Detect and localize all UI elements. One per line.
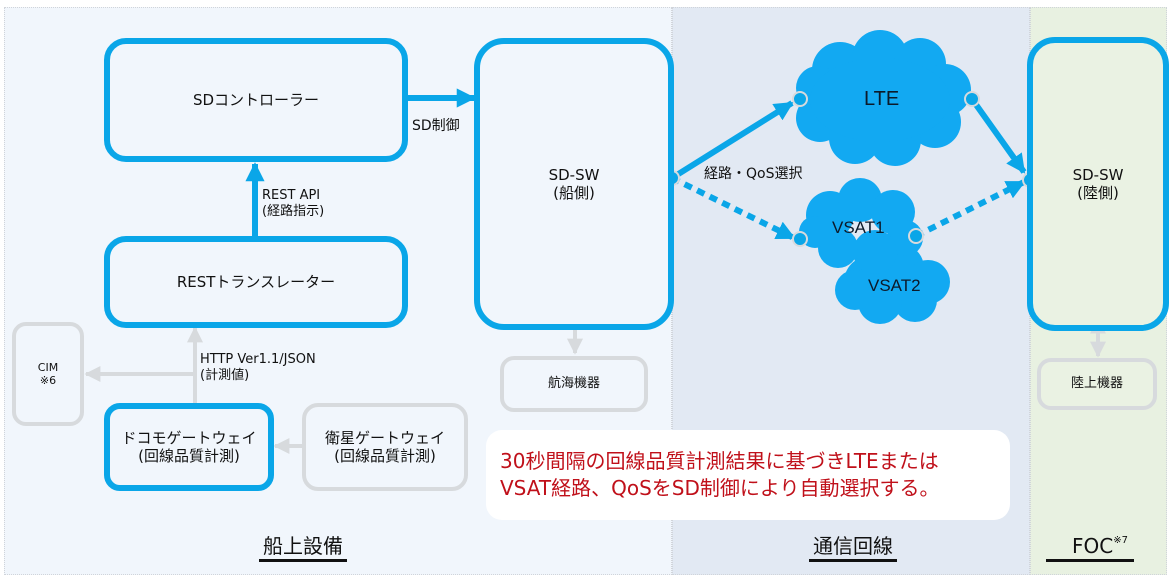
cloud-label-vsat2: VSAT2: [868, 276, 921, 295]
note-line1: 30秒間隔の回線品質計測結果に基づきLTEまたは: [500, 449, 939, 473]
sd-sw-land-line2: (陸側): [1077, 184, 1119, 202]
node-satellite-gateway[interactable]: 衛星ゲートウェイ (回線品質計測): [302, 403, 468, 491]
note-line2: VSAT経路、QoSをSD制御により自動選択する。: [500, 476, 940, 500]
section-label-comm: 通信回線: [809, 535, 897, 562]
edge-label-route-qos: 経路・QoS選択: [704, 166, 803, 182]
node-sd-sw-land[interactable]: SD-SW (陸側): [1027, 37, 1169, 331]
sd-sw-ship-line1: SD-SW: [548, 166, 600, 184]
node-land-equipment[interactable]: 陸上機器: [1037, 358, 1157, 410]
edge-label-rest-api: REST API (経路指示): [262, 188, 324, 221]
section-label-foc: FOC※7: [1046, 535, 1134, 562]
section-label-ship: 船上設備: [259, 535, 347, 562]
edge-label-sd-control: SD制御: [412, 118, 460, 134]
cim-line2: ※6: [39, 374, 57, 387]
node-sd-controller[interactable]: SDコントローラー: [104, 38, 408, 162]
node-cim[interactable]: CIM ※6: [12, 322, 84, 426]
note-callout: 30秒間隔の回線品質計測結果に基づきLTEまたは VSAT経路、QoSをSD制御…: [486, 430, 1010, 520]
foc-footnote: ※7: [1113, 535, 1128, 546]
http-json-line1: HTTP Ver1.1/JSON: [200, 352, 316, 367]
rest-api-line1: REST API: [262, 188, 321, 203]
satellite-gateway-line1: 衛星ゲートウェイ: [324, 429, 445, 447]
sd-sw-ship-line2: (船側): [553, 184, 595, 202]
cim-line1: CIM: [37, 360, 59, 374]
docomo-gateway-line2: (回線品質計測): [138, 447, 240, 465]
rest-translator-label: RESTトランスレーター: [176, 273, 336, 291]
http-json-line2: (計測値): [200, 368, 250, 384]
sd-controller-label: SDコントローラー: [192, 91, 320, 109]
cloud-label-vsat1: VSAT1: [832, 218, 885, 237]
sd-sw-land-line1: SD-SW: [1072, 166, 1124, 184]
node-docomo-gateway[interactable]: ドコモゲートウェイ (回線品質計測): [104, 403, 274, 491]
foc-label-text: FOC: [1072, 534, 1114, 558]
edge-label-http-json: HTTP Ver1.1/JSON (計測値): [200, 352, 316, 385]
land-equipment-label: 陸上機器: [1070, 376, 1123, 392]
node-sd-sw-ship[interactable]: SD-SW (船側): [474, 38, 674, 330]
docomo-gateway-line1: ドコモゲートウェイ: [121, 429, 257, 447]
node-navigation-equipment[interactable]: 航海機器: [500, 356, 648, 412]
node-rest-translator[interactable]: RESTトランスレーター: [104, 236, 408, 328]
rest-api-line2: (経路指示): [262, 204, 325, 220]
navigation-equipment-label: 航海機器: [547, 376, 600, 392]
cloud-label-lte: LTE: [864, 88, 900, 110]
satellite-gateway-line2: (回線品質計測): [334, 447, 436, 465]
